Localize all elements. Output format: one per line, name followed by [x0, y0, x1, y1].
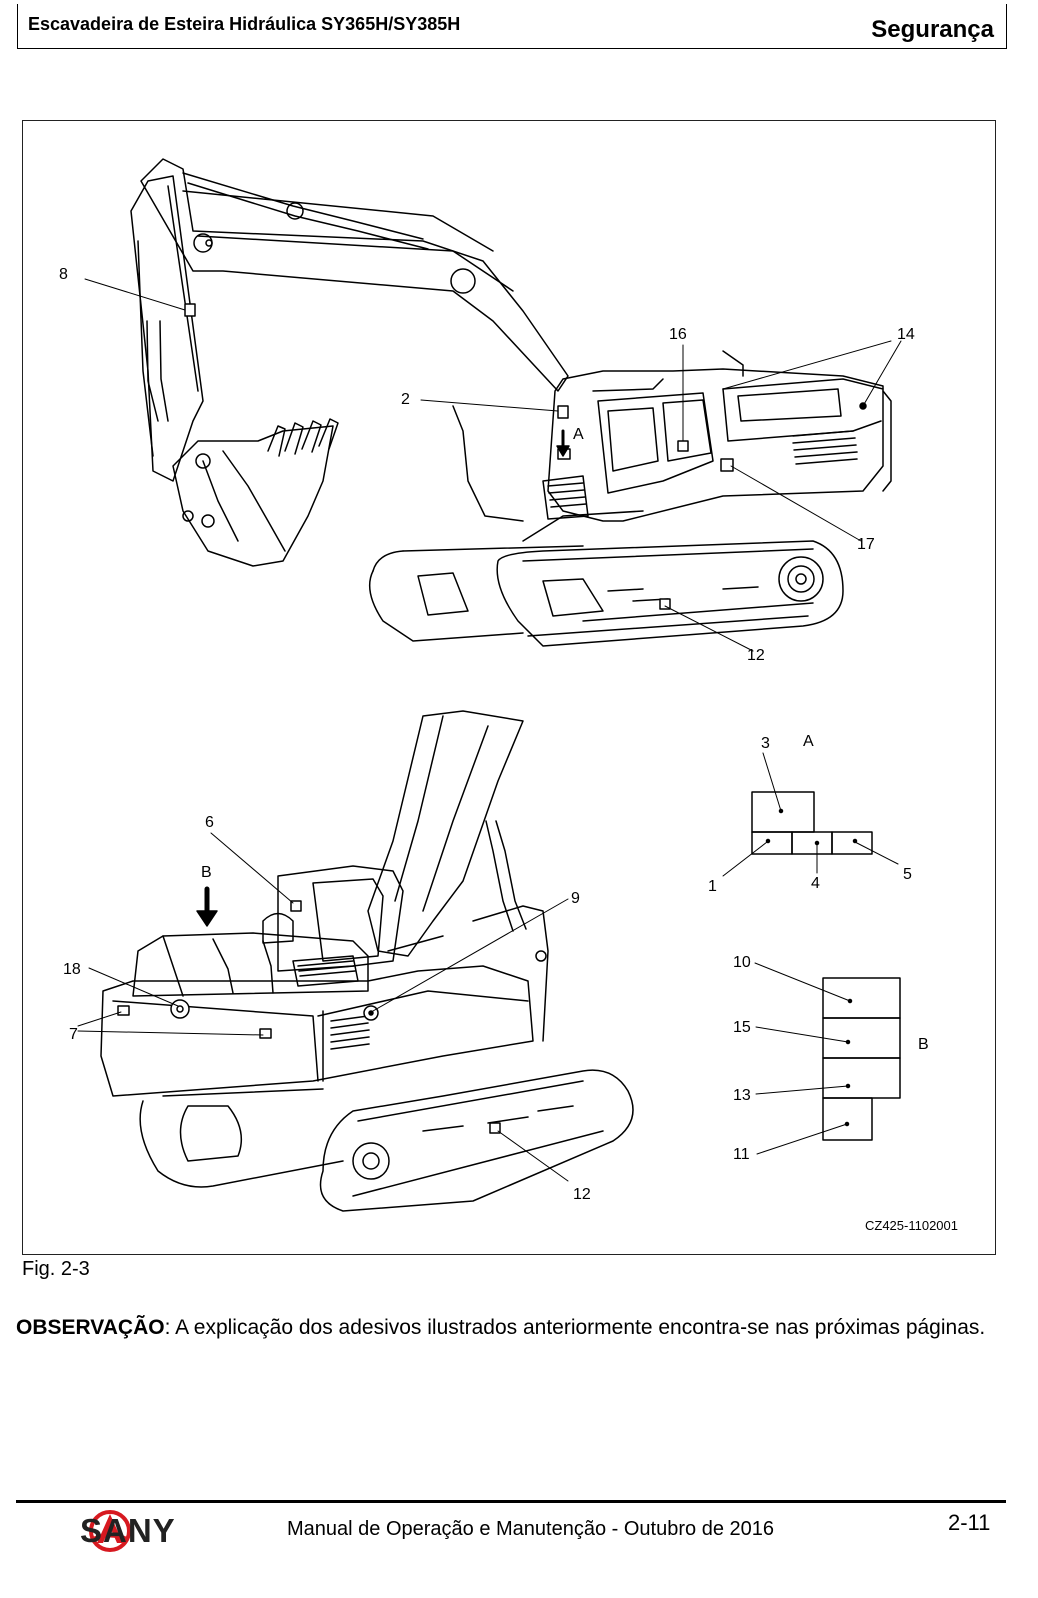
callout-7: 7	[69, 1026, 78, 1043]
callout-16: 16	[669, 326, 687, 343]
callout-11: 11	[733, 1146, 750, 1163]
view-mark-a-detail: A	[803, 733, 814, 750]
callout-2: 2	[401, 391, 410, 408]
detail-b-decal-layout	[754, 962, 901, 1155]
excavator-top-view	[130, 158, 892, 647]
callout-13: 13	[733, 1087, 751, 1104]
callout-8: 8	[59, 266, 68, 283]
note-label: OBSERVAÇÃO	[16, 1316, 165, 1339]
callout-15: 15	[733, 1019, 751, 1036]
view-mark-a-top: A	[573, 426, 584, 443]
note-text: : A explicação dos adesivos ilustrados a…	[164, 1316, 986, 1339]
callout-10: 10	[733, 954, 751, 971]
callout-labels: 8 2 A 16 14 17 12 6 B 9 18 7 12 3 A 1 4 …	[59, 266, 958, 1233]
page-number: 2-11	[948, 1510, 991, 1535]
detail-a-decal-layout	[722, 752, 899, 877]
excavator-bottom-view	[100, 710, 634, 1212]
document-title: Escavadeira de Esteira Hidráulica SY365H…	[28, 14, 461, 34]
excavator-decal-figure: 8 2 A 16 14 17 12 6 B 9 18 7 12 3 A 1 4 …	[22, 120, 996, 1255]
callout-12-top: 12	[747, 647, 765, 664]
page-header: Escavadeira de Esteira Hidráulica SY365H…	[17, 4, 1007, 49]
view-mark-b-bottom: B	[201, 864, 212, 881]
callout-1: 1	[708, 878, 717, 895]
callout-6: 6	[205, 814, 214, 831]
callout-14: 14	[897, 326, 915, 343]
figure-caption: Fig. 2-3	[22, 1258, 90, 1280]
excavator-illustration: 8 2 A 16 14 17 12 6 B 9 18 7 12 3 A 1 4 …	[59, 158, 958, 1233]
section-title: Segurança	[871, 16, 994, 43]
callout-4: 4	[811, 875, 820, 892]
footer-divider	[16, 1500, 1006, 1503]
callout-12-bottom: 12	[573, 1186, 591, 1203]
sany-logo-icon	[89, 1510, 131, 1552]
view-mark-b-detail: B	[918, 1036, 929, 1053]
callout-5: 5	[903, 866, 912, 883]
note-paragraph: OBSERVAÇÃO: A explicação dos adesivos il…	[16, 1308, 1016, 1347]
brand-wordmark: SANY	[80, 1512, 176, 1549]
callout-9: 9	[571, 890, 580, 907]
footer-manual-title: Manual de Operação e Manutenção - Outubr…	[287, 1518, 774, 1540]
callout-17: 17	[857, 536, 875, 553]
callout-18: 18	[63, 961, 81, 978]
drawing-code: CZ425-1102001	[865, 1218, 958, 1233]
callout-3: 3	[761, 735, 770, 752]
